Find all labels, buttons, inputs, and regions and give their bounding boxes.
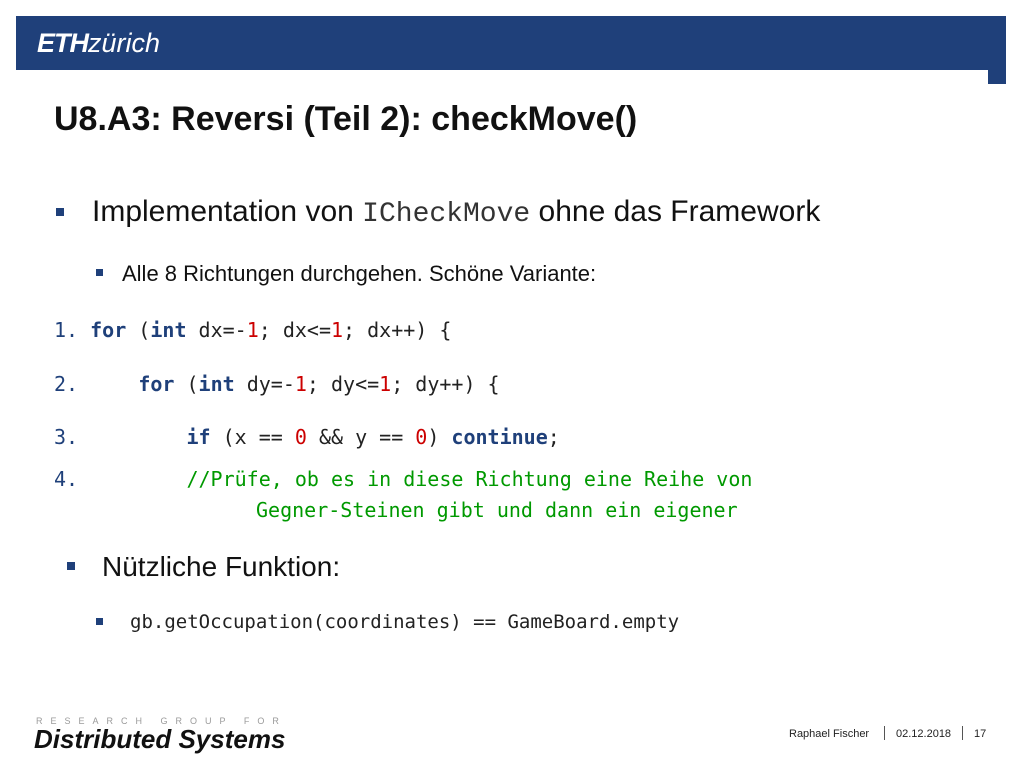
bullet-get-occupation: gb.getOccupation(coordinates) == GameBoa… [130, 611, 680, 633]
footer-separator [884, 726, 885, 740]
footer-separator [962, 726, 963, 740]
page-number: 17 [974, 728, 987, 740]
bullet-square-icon [56, 208, 64, 216]
header-corner [988, 66, 1006, 84]
eth-logo: ETHzürich [37, 28, 161, 58]
interface-name: ICheckMove [362, 199, 531, 230]
code-line-2: 2. for (int dy=-1; dy<=1; dy++) { [54, 372, 500, 396]
header-bar [16, 16, 1006, 70]
code-line-4-continued: Gegner-Steinen gibt und dann ein eigener [256, 498, 738, 522]
bullet-useful-function: Nützliche Funktion: [102, 551, 341, 582]
bullet-implementation: Implementation von ICheckMove ohne das F… [92, 195, 821, 230]
bullet-square-icon [67, 562, 75, 570]
bullet-square-icon [96, 269, 103, 276]
slide-title: U8.A3: Reversi (Teil 2): checkMove() [54, 100, 638, 138]
footer-author: Raphael Fischer [789, 728, 870, 740]
research-group-label: RESEARCH GROUP FOR [36, 716, 287, 726]
code-line-3: 3. if (x == 0 && y == 0) continue; [54, 425, 560, 449]
code-line-4: 4. //Prüfe, ob es in diese Richtung eine… [54, 467, 753, 491]
group-name-logo: Distributed Systems [34, 724, 286, 754]
bullet-square-icon [96, 618, 103, 625]
bullet-directions: Alle 8 Richtungen durchgehen. Schöne Var… [122, 261, 597, 286]
code-line-1: 1. for (int dx=-1; dx<=1; dx++) { [54, 318, 452, 342]
footer-date: 02.12.2018 [896, 728, 952, 740]
